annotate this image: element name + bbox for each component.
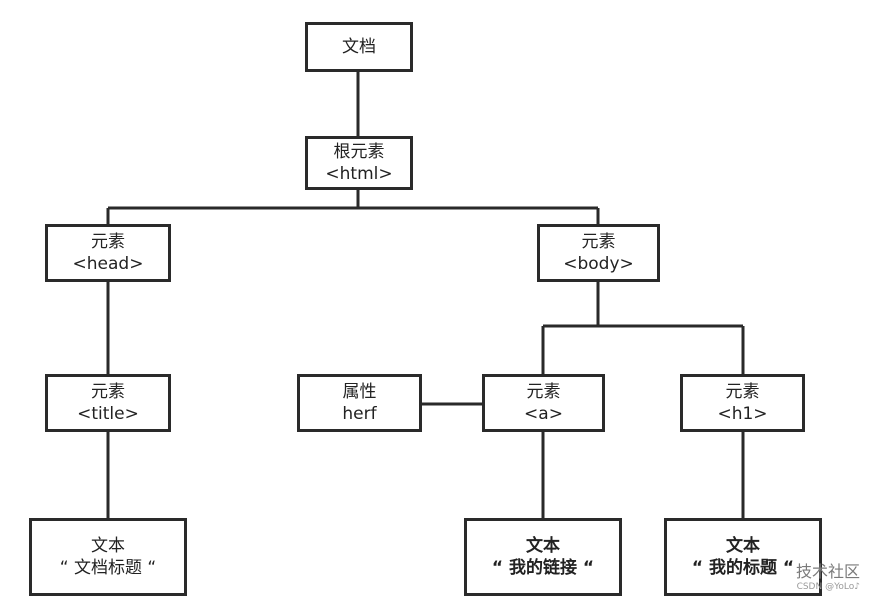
node-text-h1-label: 文本 xyxy=(726,536,760,556)
node-document: 文档 xyxy=(305,22,413,72)
node-text-h1: 文本 “ 我的标题 “ xyxy=(664,518,822,596)
node-text-link-label: 文本 xyxy=(526,536,560,556)
node-text-title-label: 文本 xyxy=(91,536,125,556)
node-text-link: 文本 “ 我的链接 “ xyxy=(464,518,622,596)
node-title-tag: <title> xyxy=(77,404,139,424)
node-title-label: 元素 xyxy=(91,382,125,402)
node-text-title: 文本 “ 文档标题 “ xyxy=(29,518,187,596)
node-h1: 元素 <h1> xyxy=(680,374,805,432)
node-h1-label: 元素 xyxy=(725,382,760,402)
node-document-label: 文档 xyxy=(342,37,376,57)
node-a-label: 元素 xyxy=(526,382,561,402)
node-attribute: 属性 herf xyxy=(297,374,422,432)
node-html: 根元素 <html> xyxy=(305,136,413,190)
node-text-h1-value: “ 我的标题 “ xyxy=(691,558,795,578)
node-body-label: 元素 xyxy=(581,232,616,252)
node-title: 元素 <title> xyxy=(45,374,171,432)
node-html-label: 根元素 xyxy=(333,142,385,162)
node-attribute-value: herf xyxy=(342,404,377,424)
node-body: 元素 <body> xyxy=(537,224,660,282)
node-html-tag: <html> xyxy=(325,164,393,184)
node-body-tag: <body> xyxy=(563,254,634,274)
node-h1-tag: <h1> xyxy=(717,404,768,424)
node-attribute-label: 属性 xyxy=(342,382,377,402)
node-head-tag: <head> xyxy=(72,254,144,274)
watermark-sub: CSDN @YoLo♪ xyxy=(796,582,860,592)
node-text-link-value: “ 我的链接 “ xyxy=(491,558,595,578)
node-text-title-value: “ 文档标题 “ xyxy=(59,558,157,578)
node-head: 元素 <head> xyxy=(45,224,171,282)
node-a: 元素 <a> xyxy=(482,374,605,432)
node-a-tag: <a> xyxy=(524,404,563,424)
watermark-main: 技术社区 xyxy=(795,562,860,581)
watermark: 技术社区 CSDN @YoLo♪ xyxy=(796,558,860,592)
node-head-label: 元素 xyxy=(91,232,125,252)
